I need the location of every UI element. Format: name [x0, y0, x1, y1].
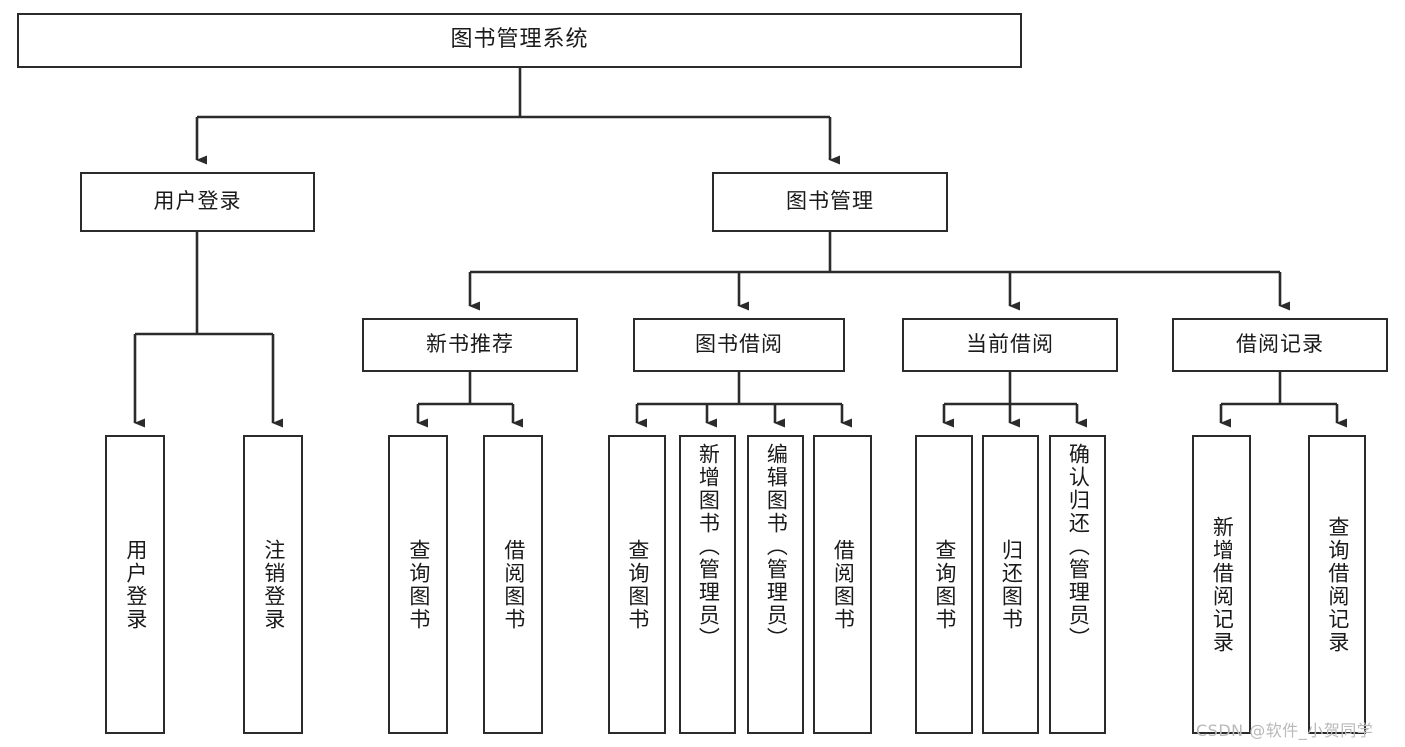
node-label: 当前借阅: [966, 332, 1054, 357]
node-label: 用户登录: [153, 189, 242, 214]
leaf-user-logout[interactable]: 注销登录: [243, 435, 303, 734]
leaf-label: 查询图书: [932, 538, 957, 631]
leaf-query-borrow-record[interactable]: 查询借阅记录: [1308, 435, 1366, 734]
leaf-add-borrow-record[interactable]: 新增借阅记录: [1192, 435, 1251, 734]
leaf-add-book-admin[interactable]: 新增图书（管理员）: [679, 435, 736, 734]
node-label: 借阅记录: [1236, 332, 1324, 357]
node-root-system[interactable]: 图书管理系统: [17, 13, 1022, 68]
leaf-label: 编辑图书（管理员）: [764, 443, 789, 650]
leaf-user-login[interactable]: 用户登录: [105, 435, 165, 734]
node-current-borrow[interactable]: 当前借阅: [902, 318, 1118, 372]
node-user-login[interactable]: 用户登录: [80, 172, 315, 232]
node-label: 新书推荐: [426, 332, 514, 357]
leaf-label: 查询图书: [625, 538, 650, 631]
leaf-edit-book-admin[interactable]: 编辑图书（管理员）: [747, 435, 804, 734]
leaf-return-book[interactable]: 归还图书: [982, 435, 1039, 734]
leaf-label: 新增图书（管理员）: [696, 443, 721, 650]
node-label: 图书管理: [786, 189, 874, 214]
leaf-label: 确认归还（管理员）: [1066, 443, 1091, 650]
node-borrow-record[interactable]: 借阅记录: [1172, 318, 1388, 372]
leaf-query-book-1[interactable]: 查询图书: [388, 435, 448, 734]
leaf-label: 借阅图书: [831, 538, 856, 631]
leaf-confirm-return-admin[interactable]: 确认归还（管理员）: [1049, 435, 1106, 734]
leaf-query-book-3[interactable]: 查询图书: [915, 435, 973, 734]
leaf-label: 用户登录: [123, 538, 148, 631]
leaf-label: 归还图书: [999, 538, 1024, 631]
leaf-query-book-2[interactable]: 查询图书: [608, 435, 666, 734]
leaf-label: 查询图书: [406, 538, 431, 631]
node-book-borrow[interactable]: 图书借阅: [633, 318, 845, 372]
leaf-label: 新增借阅记录: [1210, 515, 1235, 654]
leaf-label: 借阅图书: [501, 538, 526, 631]
node-label: 图书管理系统: [450, 27, 589, 53]
node-new-book-recommend[interactable]: 新书推荐: [362, 318, 578, 372]
leaf-label: 注销登录: [261, 538, 286, 631]
leaf-borrow-book-1[interactable]: 借阅图书: [483, 435, 543, 734]
leaf-borrow-book-2[interactable]: 借阅图书: [813, 435, 872, 734]
watermark-text: CSDN @软件_小贺同学: [1196, 721, 1374, 740]
node-book-management[interactable]: 图书管理: [712, 172, 948, 232]
node-label: 图书借阅: [695, 332, 783, 357]
leaf-label: 查询借阅记录: [1325, 515, 1350, 654]
